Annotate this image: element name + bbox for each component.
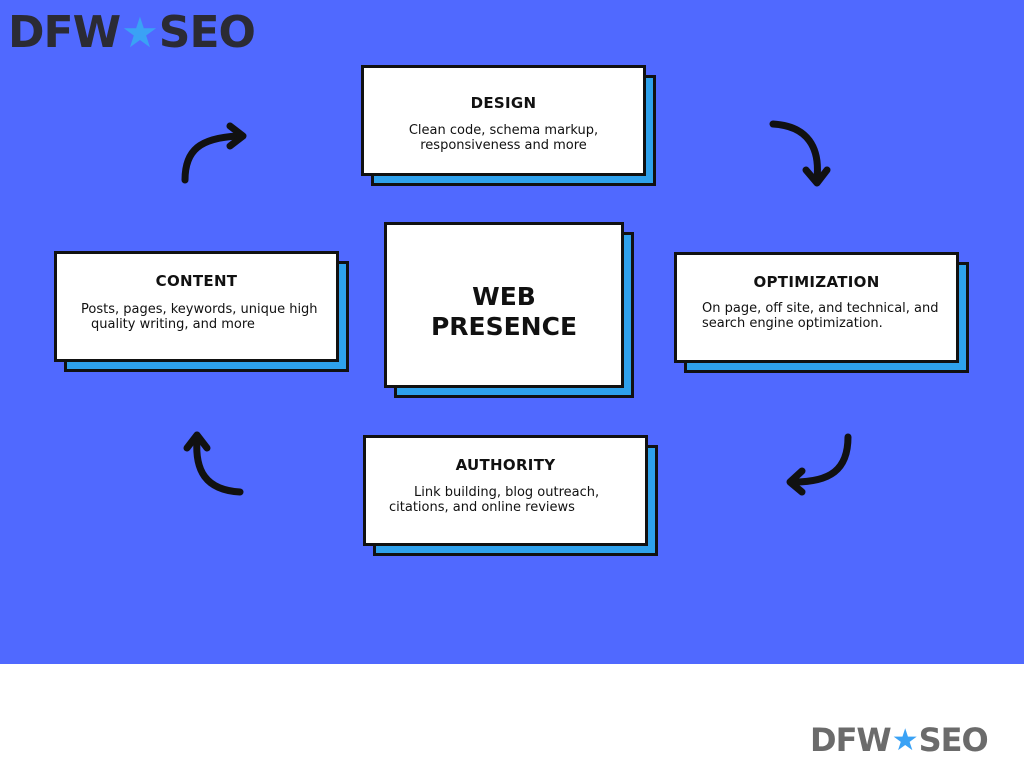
web-presence-card: WEB PRESENCE [384,222,624,388]
content-description-line-2: quality writing, and more [91,317,255,332]
logo-footer-text-left: DFW [810,721,892,759]
arrow-authority-to-content-icon [183,431,244,496]
optimization-description-line-1: On page, off site, and technical, and [702,301,939,316]
content-title: CONTENT [155,272,238,290]
design-description: Clean code, schema markup, responsivenes… [364,123,643,153]
web-presence-line-2: PRESENCE [430,312,578,341]
logo-text-right: SEO [158,6,256,58]
content-description-line-1: Posts, pages, keywords, unique high [81,302,318,317]
optimization-card: OPTIMIZATION On page, off site, and tech… [674,252,959,363]
star-icon: ★ [891,722,919,758]
web-presence-title: WEB PRESENCE [387,282,621,342]
authority-description-line-1: Link building, blog outreach, [414,485,600,500]
authority-description: Link building, blog outreach, citations,… [366,485,645,515]
cycle-arrows [181,120,852,496]
design-title: DESIGN [470,94,537,112]
dfw-seo-logo-footer: DFW★SEO [810,720,989,760]
design-description-line-2: responsiveness and more [420,138,587,153]
arrow-optimization-to-authority-icon [786,433,852,496]
optimization-description: On page, off site, and technical, and se… [677,301,956,331]
star-icon: ★ [121,7,159,57]
authority-title: AUTHORITY [455,456,556,474]
design-card: DESIGN Clean code, schema markup, respon… [361,65,646,176]
optimization-description-line-2: search engine optimization. [702,316,883,331]
arrow-design-to-optimization-icon [769,120,831,187]
content-card: CONTENT Posts, pages, keywords, unique h… [54,251,339,362]
logo-footer-text-right: SEO [918,721,989,759]
arrow-content-to-design-icon [181,122,247,184]
authority-card: AUTHORITY Link building, blog outreach, … [363,435,648,546]
content-description: Posts, pages, keywords, unique high qual… [57,302,336,332]
authority-description-line-2: citations, and online reviews [389,500,575,515]
logo-text-left: DFW [8,6,121,58]
web-presence-line-1: WEB [472,282,536,311]
optimization-title: OPTIMIZATION [753,273,880,291]
dfw-seo-logo: DFW★SEO [8,4,256,60]
design-description-line-1: Clean code, schema markup, [408,123,599,138]
